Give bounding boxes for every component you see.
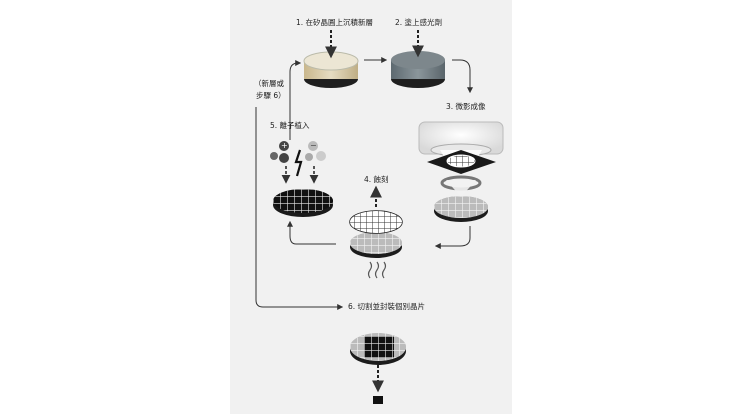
- packaged-chip: [373, 396, 383, 404]
- step-5-label: 5. 離子植入: [270, 121, 310, 130]
- step-1-label: 1. 在矽晶圓上沉積新層: [296, 18, 374, 27]
- step-3-label: 3. 微影成像: [446, 102, 486, 111]
- lithography-apparatus: [418, 121, 504, 222]
- step-2-label: 2. 塗上感光劑: [395, 18, 443, 27]
- step-6-label: 6. 切割並封裝個別晶片: [348, 302, 426, 311]
- minus-ion-sign: −: [310, 141, 317, 150]
- wafer-deposition: [303, 51, 359, 88]
- wafer-photoresist: [391, 51, 445, 88]
- flow-arrow-to-6: [255, 107, 344, 310]
- loop-label-line1: （新層或: [254, 79, 284, 88]
- flow-arrow-4-5: [287, 220, 336, 245]
- plus-ion-sign: +: [281, 141, 288, 150]
- wafer-etching: [349, 210, 403, 279]
- flow-arrow-3-4: [434, 226, 471, 249]
- loop-arrow: [289, 60, 302, 140]
- wafer-dicing: [350, 333, 406, 365]
- flow-arrow-2-3: [452, 59, 473, 94]
- ion-implantation: [270, 141, 333, 217]
- loop-label-line2: 步驟 6）: [256, 91, 286, 100]
- step-4-label: 4. 蝕刻: [364, 175, 389, 184]
